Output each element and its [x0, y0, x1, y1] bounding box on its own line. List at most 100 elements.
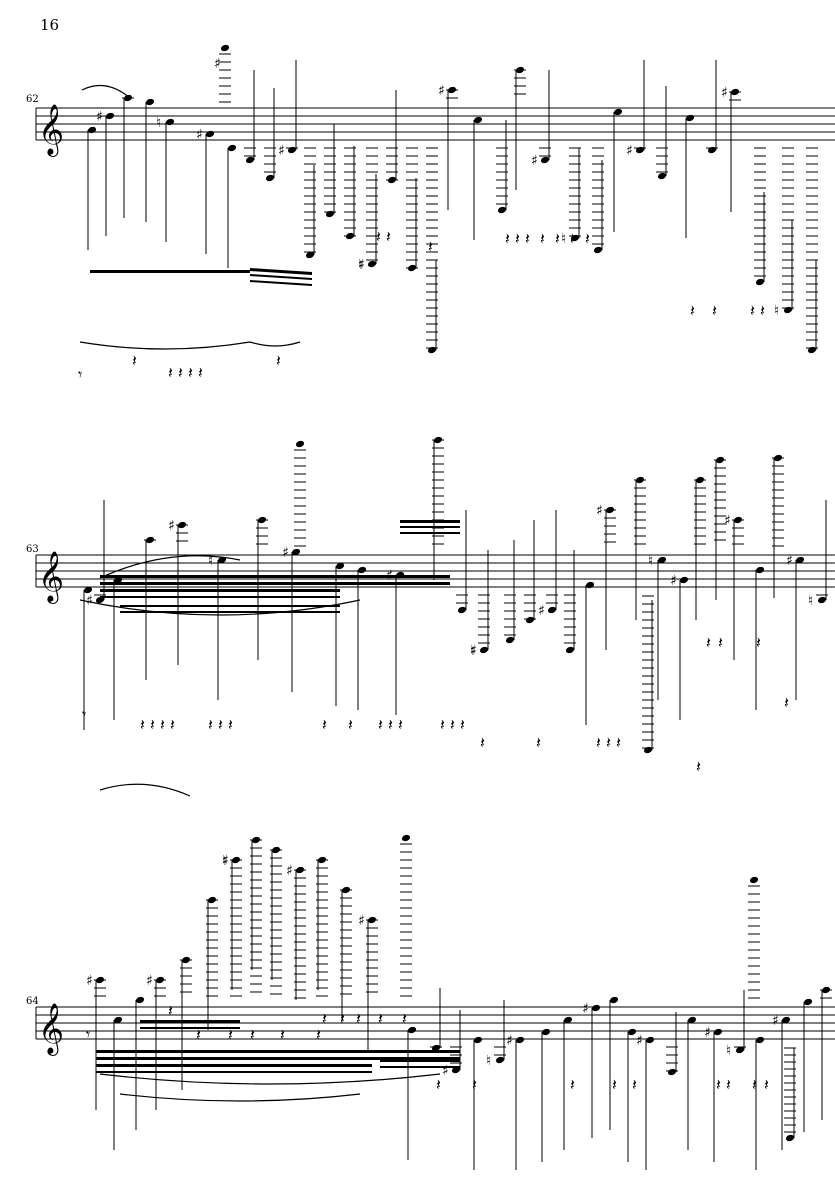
quarter-rest: 𝄽	[690, 301, 695, 320]
note-head	[155, 976, 165, 984]
note-head	[220, 44, 230, 52]
note-head	[451, 1066, 461, 1074]
sharp-accidental: ♯	[506, 1033, 513, 1049]
sharp-accidental: ♯	[786, 553, 793, 569]
ledger-lines	[94, 53, 832, 1133]
note-head	[165, 118, 175, 126]
quarter-rest: 𝄽	[388, 715, 393, 734]
sharp-accidental: ♯	[670, 573, 677, 589]
quarter-rest: 𝄽	[505, 229, 510, 248]
quarter-rest: 𝄽	[316, 1025, 321, 1044]
note-head	[715, 456, 725, 464]
note-head	[817, 596, 827, 604]
quarter-rest: 𝄽	[784, 693, 789, 712]
sharp-accidental: ♯	[86, 973, 93, 989]
note-head	[205, 130, 215, 138]
note-head	[585, 581, 595, 589]
natural-accidental: ♮	[208, 553, 213, 569]
note-head	[635, 476, 645, 484]
sharp-accidental: ♯	[531, 153, 538, 169]
quarter-rest: 𝄽	[322, 1009, 327, 1028]
natural-accidental: ♮	[774, 303, 779, 319]
quarter-rest: 𝄽	[150, 715, 155, 734]
natural-accidental: ♮	[470, 643, 475, 659]
note-head	[657, 556, 667, 564]
note-head	[505, 636, 515, 644]
quarter-rest: 𝄽	[376, 227, 381, 246]
note-head	[785, 1134, 795, 1142]
note-head	[695, 476, 705, 484]
note-head	[635, 146, 645, 154]
note-stems	[83, 60, 827, 1170]
note-head	[431, 1044, 441, 1052]
note-head	[357, 566, 367, 574]
quarter-rest: 𝄽	[460, 715, 465, 734]
note-head	[295, 440, 305, 448]
beam	[140, 1020, 240, 1023]
note-head	[563, 1016, 573, 1024]
quarter-rest: 𝄽	[712, 301, 717, 320]
note-head	[713, 1028, 723, 1036]
sharp-accidental: ♯	[96, 109, 103, 125]
note-head	[387, 176, 397, 184]
beam	[96, 1050, 460, 1053]
quarter-rest: 𝄽	[208, 715, 213, 734]
note-head	[473, 116, 483, 124]
quarter-rest: 𝄽	[612, 1075, 617, 1094]
quarter-rest: 𝄽	[616, 733, 621, 752]
note-head	[593, 246, 603, 254]
note-head	[341, 886, 351, 894]
quarter-rest: 𝄽	[540, 229, 545, 248]
quarter-rest: 𝄽	[752, 1075, 757, 1094]
note-head	[570, 234, 580, 242]
quarter-rest: 𝄽	[276, 351, 281, 370]
note-head	[755, 1036, 765, 1044]
beam	[100, 582, 450, 585]
slurs-ties	[79, 84, 441, 1102]
note-head	[687, 1016, 697, 1024]
beam	[96, 1064, 372, 1067]
note-head	[145, 98, 155, 106]
sharp-accidental: ♯	[196, 127, 203, 143]
quarter-rest: 𝄽	[570, 229, 575, 248]
quarter-rest: 𝄽	[472, 1075, 477, 1094]
note-head	[291, 548, 301, 556]
note-head	[245, 156, 255, 164]
sharp-accidental: ♯	[146, 973, 153, 989]
quarter-rest: 𝄽	[378, 1009, 383, 1028]
sharp-accidental: ♯	[278, 143, 285, 159]
note-head	[565, 646, 575, 654]
note-head	[325, 210, 335, 218]
treble-clef-icon: 𝄞	[38, 1003, 64, 1056]
sharp-accidental: ♯	[582, 1001, 589, 1017]
beam	[400, 532, 460, 534]
note-head	[803, 998, 813, 1006]
natural-accidental: ♮	[222, 853, 227, 869]
note-head	[609, 996, 619, 1004]
note-head	[479, 646, 489, 654]
note-head	[807, 346, 817, 354]
quarter-rest: 𝄽	[132, 351, 137, 370]
quarter-rest: 𝄽	[756, 633, 761, 652]
music-glyphs: 𝄞𝄞𝄞♯♮♯♯♯♮♯♯♮♯♯♮♯𝄽𝄽𝄽𝄽𝄽𝄽𝄽𝄽𝄽𝄽𝄽𝄽𝄽𝄽𝄽𝄽𝄽𝄽𝄽𝄽𝄾♯♯♮…	[38, 56, 813, 1094]
sharp-accidental: ♯	[168, 518, 175, 534]
note-head	[207, 896, 217, 904]
note-head	[257, 516, 267, 524]
sharp-accidental: ♯	[358, 257, 365, 273]
note-head	[613, 108, 623, 116]
beam	[100, 575, 450, 578]
sharp-accidental: ♯	[438, 83, 445, 99]
sharp-accidental: ♯	[772, 1013, 779, 1029]
note-head	[541, 1028, 551, 1036]
note-head	[733, 516, 743, 524]
quarter-rest: 𝄽	[356, 1009, 361, 1028]
beam	[90, 270, 250, 273]
note-head	[730, 88, 740, 96]
note-head	[591, 1004, 601, 1012]
slur	[99, 1073, 441, 1085]
sharp-accidental: ♯	[626, 143, 633, 159]
quarter-rest: 𝄽	[170, 715, 175, 734]
measure-number-63: 63	[26, 544, 39, 555]
beam	[96, 1071, 372, 1073]
